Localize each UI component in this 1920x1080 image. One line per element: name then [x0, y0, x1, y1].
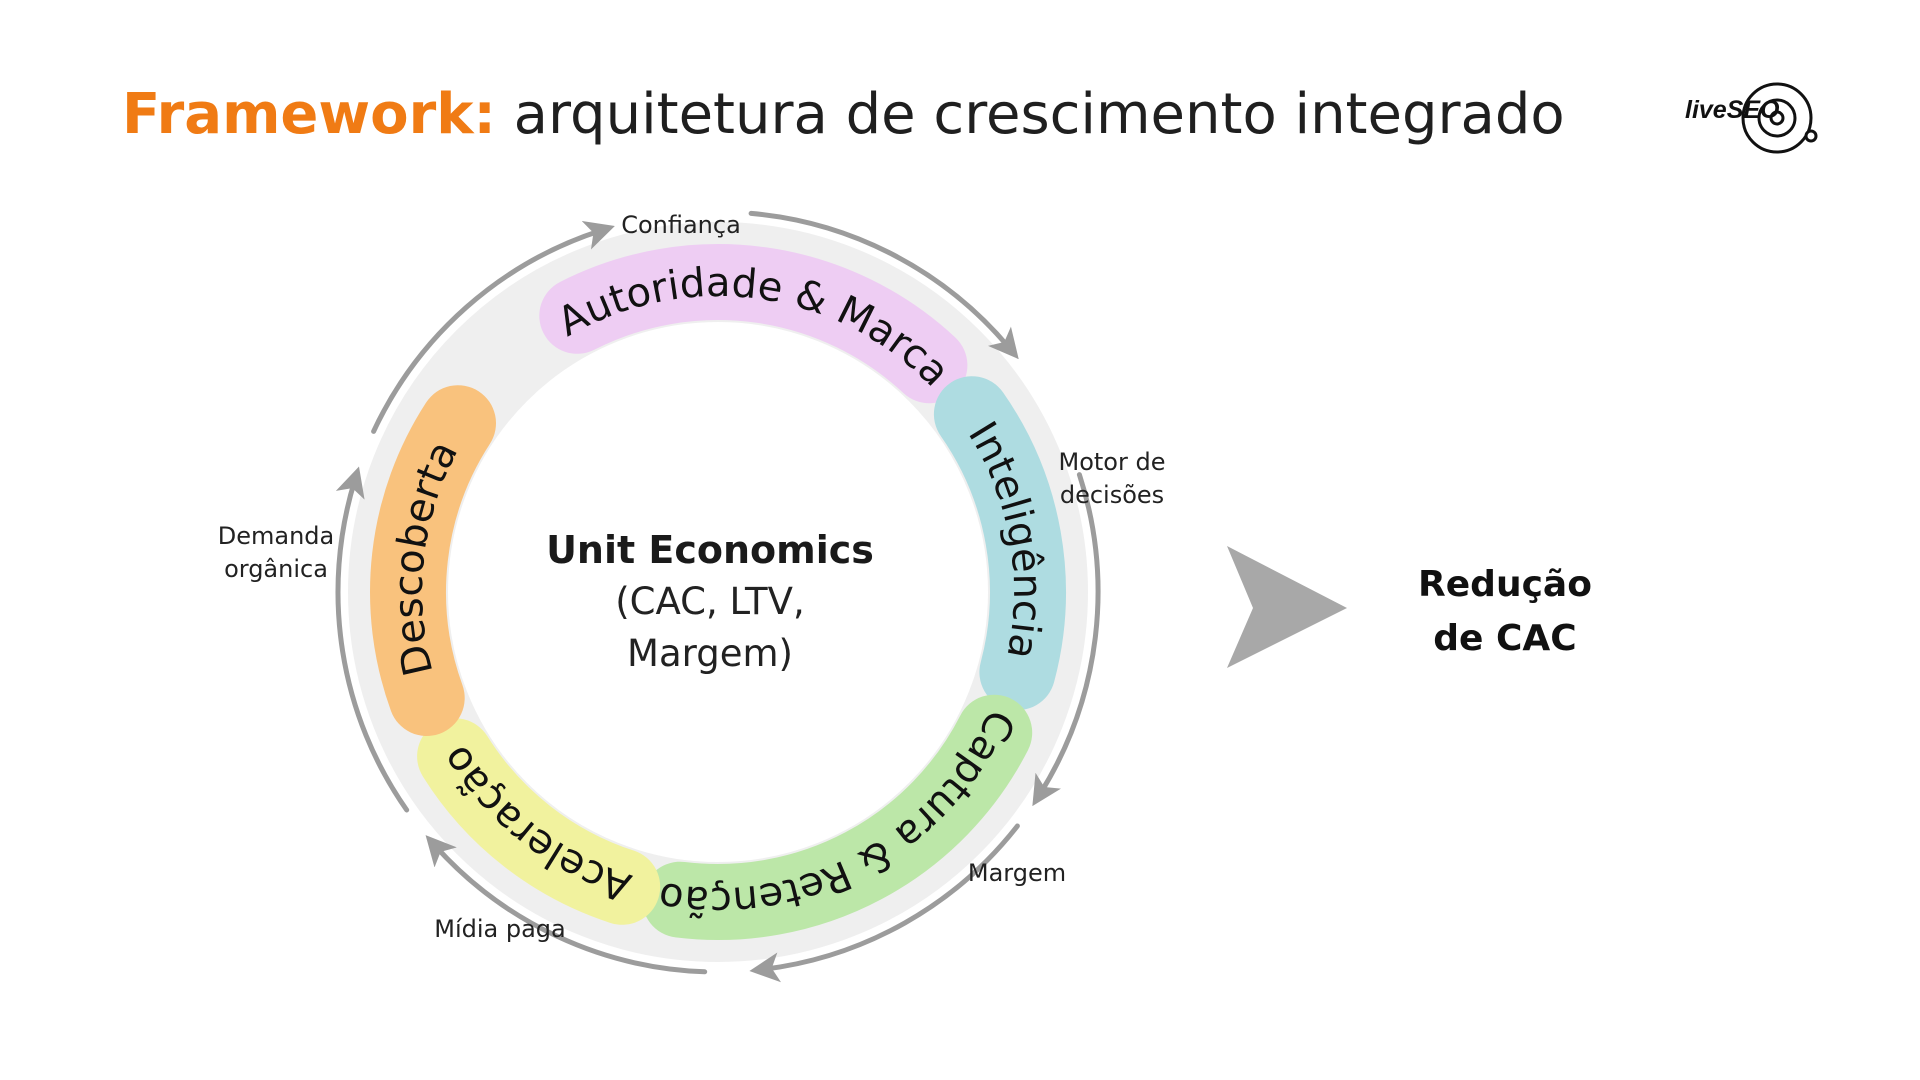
cycle-arrow: [335, 466, 410, 813]
segment-band: [539, 244, 968, 404]
tag-demanda-organica: Demanda orgânica: [205, 516, 347, 590]
play-arrow-icon: [1227, 546, 1347, 668]
orbit-icon: [1741, 82, 1818, 154]
segment-bands: [370, 244, 1066, 940]
center-line-2: Margem): [627, 632, 793, 675]
page-title: Framework: arquitetura de crescimento in…: [122, 80, 1565, 150]
tag-midia-text: Mídia paga: [434, 915, 566, 943]
cycle-arrow: [1032, 472, 1101, 807]
tag-motor-text: Motor de decisões: [1058, 448, 1166, 509]
title-accent: Framework:: [122, 82, 496, 147]
tag-confianca-text: Confiança: [621, 211, 741, 239]
center-unit-economics: Unit Economics (CAC, LTV, Margem): [520, 524, 900, 680]
center-title: Unit Economics: [546, 528, 874, 572]
segment-band: [933, 376, 1066, 711]
cycle-arrows: [335, 210, 1101, 983]
result-text: Redução de CAC: [1385, 558, 1625, 666]
logo-text: liveSEO: [1685, 96, 1780, 124]
cycle-arrow: [425, 835, 708, 975]
cycle-arrow: [371, 220, 615, 434]
center-line-1: (CAC, LTV,: [615, 580, 805, 623]
segment-band: [417, 718, 661, 925]
tag-demanda-text: Demanda orgânica: [217, 522, 335, 583]
tag-midia-paga: Mídia paga: [419, 909, 581, 950]
tag-confianca: Confiança: [604, 205, 758, 246]
tag-margem-text: Margem: [967, 859, 1067, 887]
tag-margem: Margem: [954, 853, 1080, 894]
segment-band: [642, 694, 1033, 940]
cycle-arrow: [748, 210, 1019, 360]
cycle-arrow: [749, 823, 1020, 983]
result-line-1: Redução: [1418, 564, 1592, 605]
liveseo-logo: liveSEO: [1685, 72, 1835, 162]
result-line-2: de CAC: [1433, 618, 1577, 659]
tag-motor-de-decisoes: Motor de decisões: [1045, 442, 1179, 516]
segment-band: [370, 385, 496, 736]
title-rest: arquitetura de crescimento integrado: [495, 82, 1565, 147]
